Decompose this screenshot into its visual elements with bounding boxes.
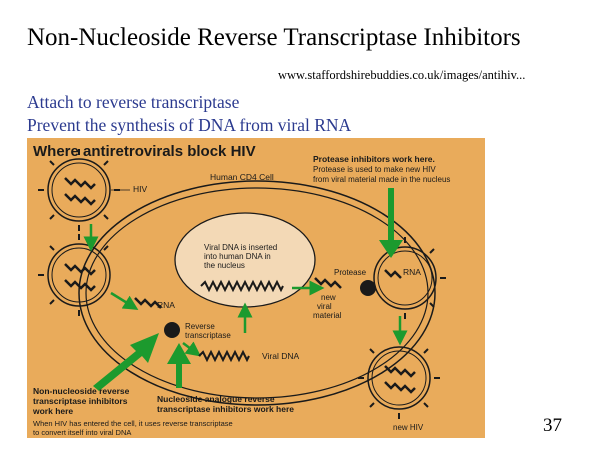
arrow-into-cell <box>110 291 139 310</box>
arrow-protease-inhibitors <box>379 188 403 258</box>
new-hiv-label: new HIV <box>393 423 424 432</box>
caption-2: to convert itself into viral DNA <box>33 428 131 437</box>
page-number: 37 <box>543 415 562 436</box>
integrated-dna <box>200 279 284 293</box>
human-cd4-cell <box>78 180 436 406</box>
hiv-virus-budding <box>373 237 446 319</box>
protease-inhibitors-1: Protease inhibitors work here. <box>313 154 435 164</box>
protease-enzyme <box>360 280 376 296</box>
nnrti-label-2: transcriptase inhibitors <box>33 396 128 406</box>
nrti-label-1: Nucleoside analogue reverse <box>157 394 275 404</box>
hiv-label: HIV <box>133 184 148 194</box>
arrow-rt-to-viral-dna <box>182 341 201 357</box>
protease-inhibitors-2: Protease is used to make new HIV <box>313 165 436 174</box>
viral-dna-strand <box>198 349 250 363</box>
bullet-2: Prevent the synthesis of DNA from viral … <box>27 115 352 135</box>
caption-1: When HIV has entered the cell, it uses r… <box>33 419 233 428</box>
cell-label: Human CD4 Cell <box>210 172 274 182</box>
reverse-transcriptase-1: Reverse <box>185 322 215 331</box>
diagram-heading: Where antiretrovirals block HIV <box>33 143 256 160</box>
rna-label-right: RNA <box>403 267 421 277</box>
new-viral-material-2: viral <box>317 302 332 311</box>
bullet-1: Attach to reverse transcriptase <box>27 92 240 112</box>
nucleus-text-2: into human DNA in <box>204 252 271 261</box>
new-viral-material-1: new <box>321 293 336 302</box>
rna-strand-left <box>134 297 162 309</box>
source-url: www.staffordshirebuddies.co.uk/images/an… <box>278 68 526 82</box>
arrow-nrti <box>167 343 191 388</box>
hiv-virus-attaching <box>38 234 111 316</box>
nrti-label-2: transcriptase inhibitors work here <box>157 404 294 414</box>
protease-inhibitors-3: from viral material made in the nucleus <box>313 175 450 184</box>
slide-title: Non-Nucleoside Reverse Transcriptase Inh… <box>27 24 521 51</box>
hiv-antiretroviral-diagram: Where antiretrovirals block HIV Human CD… <box>27 138 485 438</box>
protease-label: Protease <box>334 268 367 277</box>
viral-dna-label: Viral DNA <box>262 351 299 361</box>
arrow-nnrti <box>93 333 159 391</box>
nucleus-text-1: Viral DNA is inserted <box>204 243 277 252</box>
rna-label-left: RNA <box>157 300 175 310</box>
new-hiv-virus <box>358 346 440 419</box>
nucleus-text-3: the nucleus <box>204 261 245 270</box>
new-viral-material-3: material <box>313 311 342 320</box>
new-viral-material-strand <box>314 277 342 289</box>
nnrti-label-3: work here <box>32 406 73 416</box>
reverse-transcriptase-enzyme <box>164 322 180 338</box>
reverse-transcriptase-2: transcriptase <box>185 331 231 340</box>
nnrti-label-1: Non-nucleoside reverse <box>33 386 130 396</box>
